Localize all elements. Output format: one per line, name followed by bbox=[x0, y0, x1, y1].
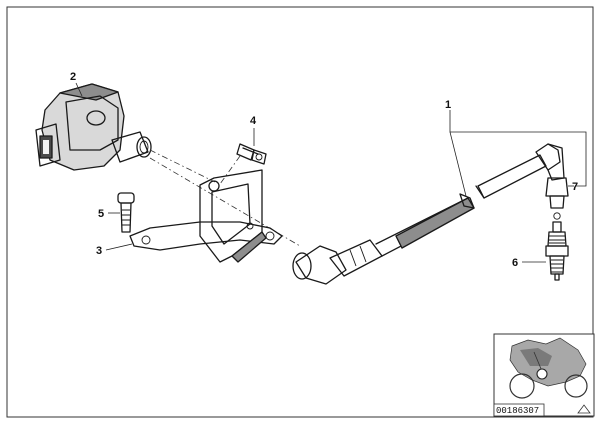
leader-3 bbox=[105, 243, 133, 251]
motorcycle-silhouette-icon bbox=[509, 337, 588, 399]
frame-border bbox=[6, 6, 594, 418]
leader-1-bracket bbox=[449, 110, 587, 187]
mounting-bracket[interactable] bbox=[129, 169, 283, 263]
location-marker-icon bbox=[536, 368, 548, 380]
triangle-icon bbox=[577, 404, 591, 414]
callout-3[interactable]: 3 bbox=[96, 245, 102, 257]
callout-4[interactable]: 4 bbox=[250, 115, 257, 127]
assembly-line-coil-bracket bbox=[149, 149, 216, 183]
callout-5[interactable]: 5 bbox=[98, 208, 104, 220]
bracket-screw[interactable] bbox=[236, 143, 267, 165]
spark-plug[interactable] bbox=[545, 221, 569, 281]
spark-plug-cable[interactable] bbox=[292, 143, 569, 285]
assembly-line-screw bbox=[219, 155, 241, 185]
ignition-coil[interactable] bbox=[35, 83, 152, 171]
leader-1-cable bbox=[449, 131, 467, 197]
thumbnail-doc-id: 00186307 bbox=[496, 406, 539, 416]
callout-2[interactable]: 2 bbox=[70, 71, 76, 83]
callout-6[interactable]: 6 bbox=[512, 257, 518, 269]
location-thumbnail[interactable]: 00186307 bbox=[493, 333, 595, 417]
callout-7[interactable]: 7 bbox=[572, 181, 578, 193]
callout-1[interactable]: 1 bbox=[445, 99, 451, 111]
bracket-bolt[interactable] bbox=[117, 192, 135, 233]
leader-2 bbox=[75, 82, 83, 97]
